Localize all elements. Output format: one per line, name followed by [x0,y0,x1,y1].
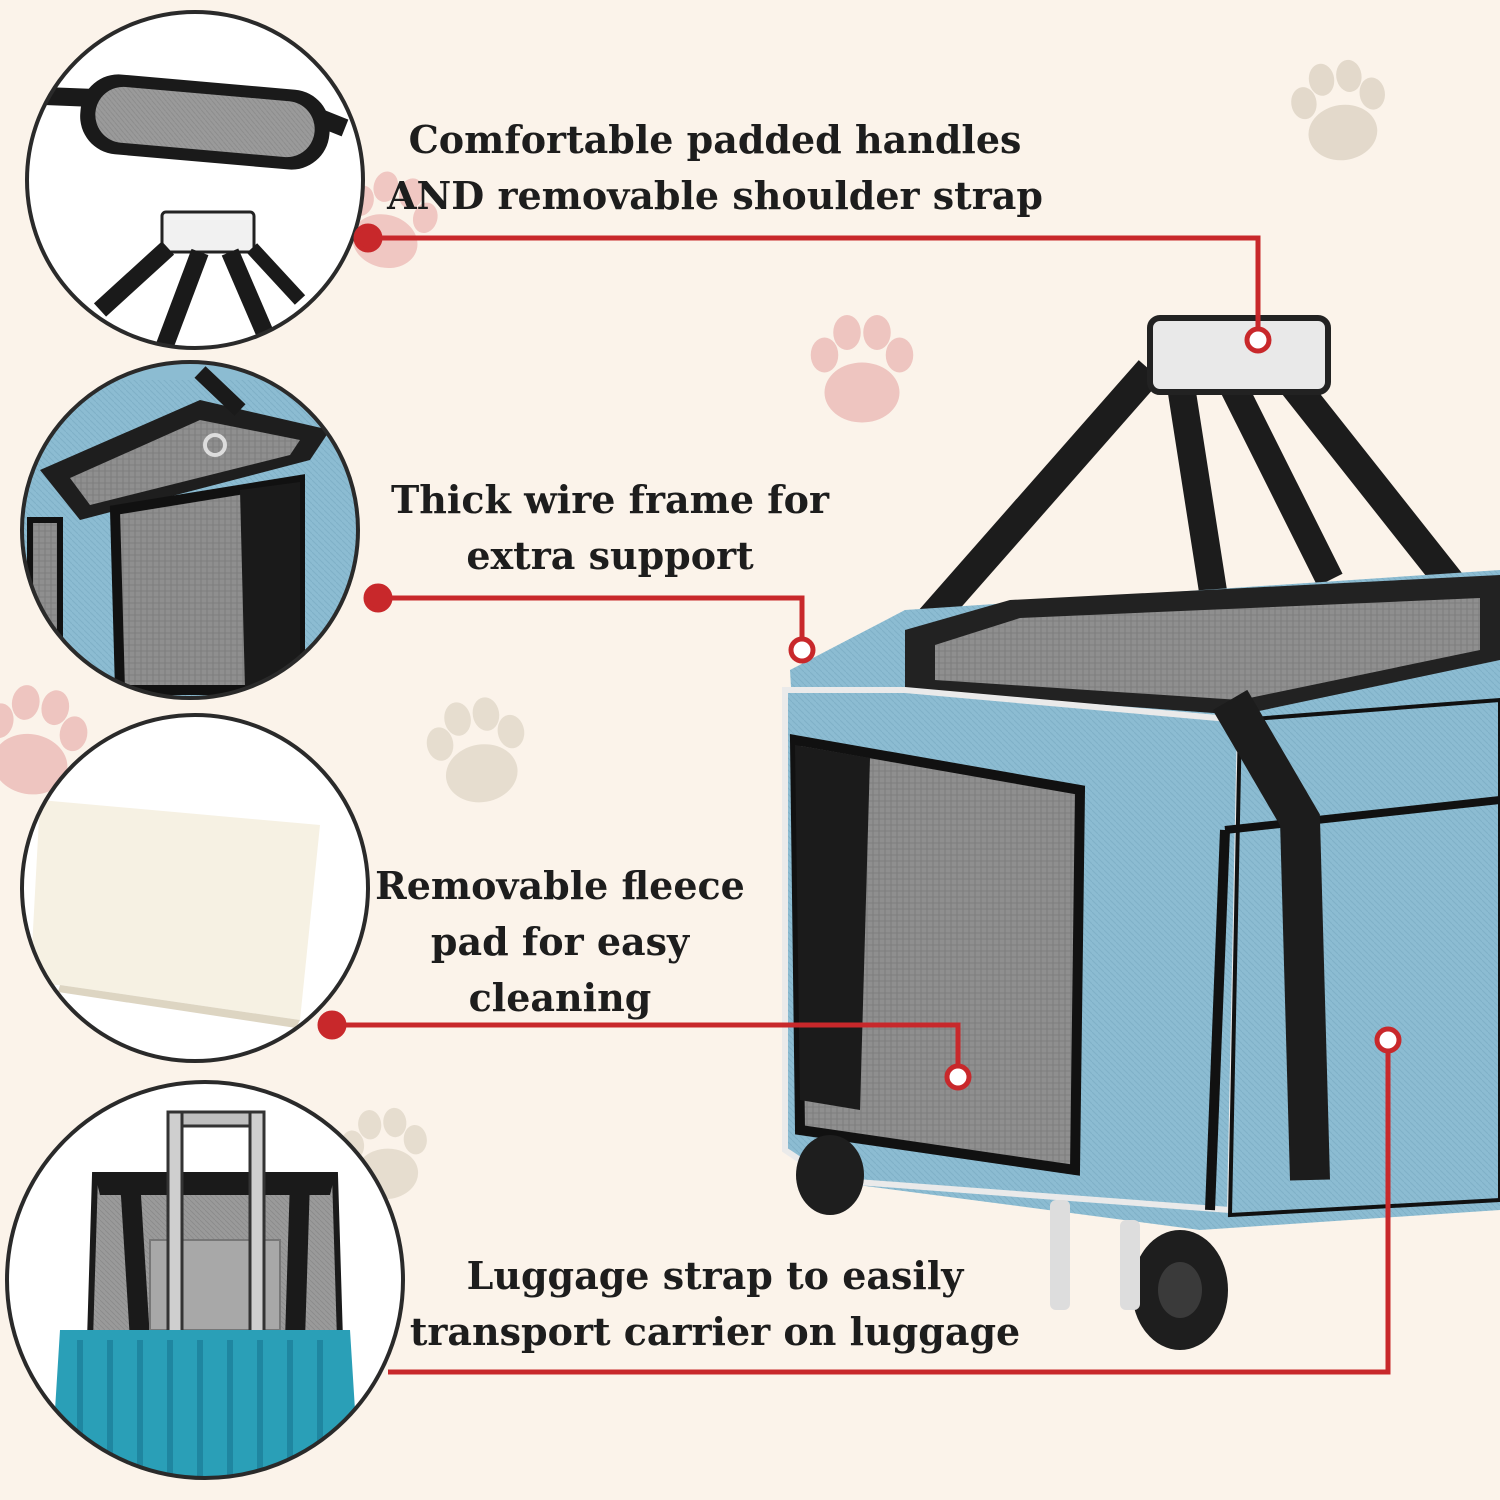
caption-line: Removable fleece [375,863,745,908]
paw-print-icon [1286,55,1394,167]
caption-line: transport carrier on luggage [409,1309,1021,1354]
inset-fleece-pad-image [20,713,370,1063]
callout-handles [353,223,1272,354]
inset-luggage-image [5,1080,405,1480]
caption-line: pad for easy [430,919,690,964]
caption-line: cleaning [468,975,652,1020]
paw-print-icon [810,315,914,423]
caption-fleece-pad: Removable fleece pad for easy cleaning [360,858,760,1026]
caption-line: Thick wire frame for [391,477,829,522]
caption-line: AND removable shoulder strap [387,173,1043,218]
callout-fleece [317,1010,972,1091]
paw-print-icon [420,691,536,811]
caption-line: Luggage strap to easily [466,1253,964,1298]
pet-carrier-image [782,315,1500,1350]
caption-line: Comfortable padded handles [408,117,1022,162]
caption-luggage-strap: Luggage strap to easily transport carrie… [400,1248,1030,1360]
caption-wire-frame: Thick wire frame for extra support [380,472,840,584]
caption-padded-handles: Comfortable padded handles AND removable… [370,112,1060,224]
inset-wire-frame-image [20,360,360,700]
inset-shoulder-strap-image [25,10,365,350]
caption-line: extra support [466,533,754,578]
callout-luggage [388,1026,1402,1375]
callout-frame [363,583,816,664]
